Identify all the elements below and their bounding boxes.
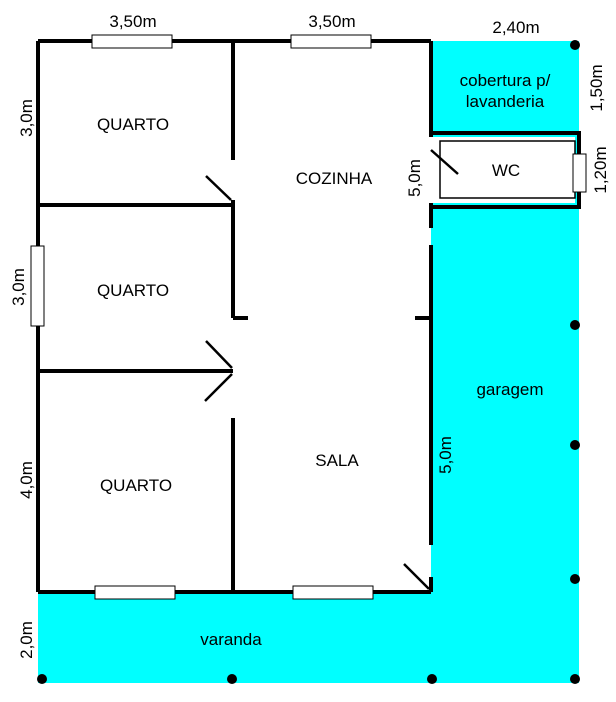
dim-quarto-middle: 3,0m	[9, 268, 28, 306]
label-quarto-middle: QUARTO	[97, 281, 169, 300]
varanda-area	[38, 592, 579, 683]
doors	[204, 149, 459, 590]
label-varanda: varanda	[200, 630, 262, 649]
dim-lavanderia: 1,50m	[587, 64, 606, 111]
dim-quarto-bottom: 4,0m	[17, 461, 36, 499]
dim-cozinha: 5,0m	[405, 159, 424, 197]
columns	[37, 40, 580, 684]
dim-wc: 1,20m	[591, 146, 610, 193]
label-quarto-top: QUARTO	[97, 115, 169, 134]
label-lavanderia-1: cobertura p/	[460, 71, 551, 90]
dim-top-left: 3,50m	[109, 12, 156, 31]
label-sala: SALA	[315, 451, 359, 470]
dim-varanda: 2,0m	[17, 621, 36, 659]
lavanderia-area	[431, 41, 579, 133]
dim-garagem: 5,0m	[436, 436, 455, 474]
dim-quarto-top: 3,0m	[17, 99, 36, 137]
label-wc: WC	[492, 161, 520, 180]
windows	[30, 34, 587, 600]
label-lavanderia-2: lavanderia	[466, 92, 545, 111]
label-garagem: garagem	[476, 380, 543, 399]
label-cozinha: COZINHA	[296, 169, 373, 188]
dim-top-middle: 3,50m	[308, 12, 355, 31]
label-quarto-bottom: QUARTO	[100, 476, 172, 495]
dim-top-right: 2,40m	[492, 18, 539, 37]
